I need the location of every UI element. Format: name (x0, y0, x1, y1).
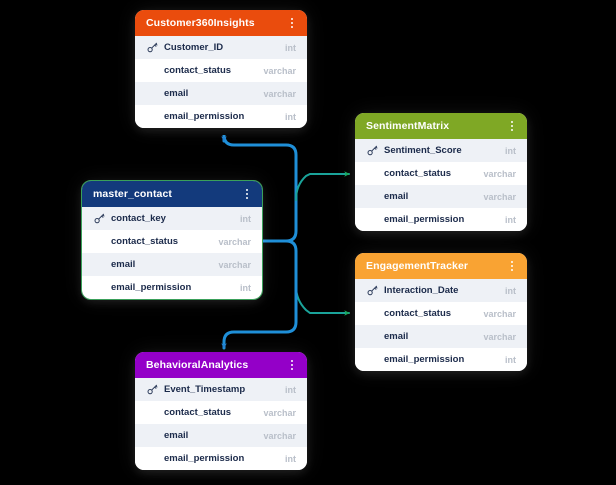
kebab-menu-icon[interactable] (506, 119, 518, 133)
column-name: email_permission (384, 354, 465, 365)
column-type: varchar (218, 236, 251, 247)
key-slot (367, 285, 384, 296)
column-name: email_permission (111, 282, 192, 293)
column-name: Event_Timestamp (164, 384, 246, 395)
table-header-behavioralanalytics[interactable]: BehavioralAnalytics (135, 352, 307, 378)
column-type: int (285, 384, 296, 395)
column-name: email (384, 331, 409, 342)
key-slot (367, 145, 384, 156)
column-name: contact_status (111, 236, 179, 247)
table-row[interactable]: contact_status varchar (82, 230, 262, 253)
column-name: email_permission (384, 214, 465, 225)
key-slot (94, 213, 111, 224)
table-header-customer360insights[interactable]: Customer360Insights (135, 10, 307, 36)
table-row[interactable]: email varchar (135, 82, 307, 105)
table-row[interactable]: Sentiment_Score int (355, 139, 527, 162)
column-type: int (285, 42, 296, 53)
column-type: varchar (483, 331, 516, 342)
column-type: varchar (263, 430, 296, 441)
column-type: varchar (483, 191, 516, 202)
kebab-menu-icon[interactable] (506, 259, 518, 273)
table-title: Customer360Insights (146, 17, 255, 29)
column-type: int (505, 354, 516, 365)
column-type: varchar (483, 308, 516, 319)
table-row[interactable]: contact_status varchar (355, 162, 527, 185)
table-title: SentimentMatrix (366, 120, 450, 132)
column-name: email_permission (164, 111, 245, 122)
table-header-master_contact[interactable]: master_contact (82, 181, 262, 207)
kebab-menu-icon[interactable] (286, 16, 298, 30)
table-header-sentimentmatrix[interactable]: SentimentMatrix (355, 113, 527, 139)
table-row[interactable]: email_permission int (135, 105, 307, 128)
table-row[interactable]: email varchar (135, 424, 307, 447)
column-type: int (505, 145, 516, 156)
column-type: varchar (263, 407, 296, 418)
table-row[interactable]: email varchar (355, 185, 527, 208)
kebab-menu-icon[interactable] (241, 187, 253, 201)
table-row[interactable]: email_permission int (135, 447, 307, 470)
column-name: Customer_ID (164, 42, 224, 53)
primary-key-icon (367, 285, 378, 296)
edge-master-to-sentimentmatrix (295, 171, 350, 201)
table-title: master_contact (93, 188, 173, 200)
key-slot (147, 42, 164, 53)
column-type: int (505, 285, 516, 296)
column-type: varchar (218, 259, 251, 270)
kebab-menu-icon[interactable] (286, 358, 298, 372)
table-row[interactable]: contact_status varchar (135, 401, 307, 424)
column-name: email_permission (164, 453, 245, 464)
column-name: contact_key (111, 213, 166, 224)
column-type: int (285, 111, 296, 122)
primary-key-icon (147, 42, 158, 53)
table-title: BehavioralAnalytics (146, 359, 249, 371)
table-title: EngagementTracker (366, 260, 469, 272)
table-row[interactable]: Event_Timestamp int (135, 378, 307, 401)
column-name: contact_status (164, 65, 232, 76)
column-name: email (384, 191, 409, 202)
table-row[interactable]: email_permission int (355, 208, 527, 231)
column-name: contact_status (384, 308, 452, 319)
column-type: int (285, 453, 296, 464)
column-type: varchar (483, 168, 516, 179)
table-row[interactable]: Interaction_Date int (355, 279, 527, 302)
primary-key-icon (94, 213, 105, 224)
edge-master-to-engagementtracker (295, 285, 350, 316)
column-type: int (505, 214, 516, 225)
column-name: contact_status (384, 168, 452, 179)
table-row[interactable]: contact_status varchar (135, 59, 307, 82)
key-slot (147, 384, 164, 395)
column-name: email (164, 430, 189, 441)
column-name: Interaction_Date (384, 285, 459, 296)
column-type: varchar (263, 65, 296, 76)
column-name: email (164, 88, 189, 99)
column-type: varchar (263, 88, 296, 99)
table-row[interactable]: email_permission int (82, 276, 262, 299)
primary-key-icon (147, 384, 158, 395)
table-row[interactable]: email varchar (355, 325, 527, 348)
table-row[interactable]: email varchar (82, 253, 262, 276)
column-type: int (240, 282, 251, 293)
table-row[interactable]: Customer_ID int (135, 36, 307, 59)
table-row[interactable]: contact_key int (82, 207, 262, 230)
column-type: int (240, 213, 251, 224)
column-name: contact_status (164, 407, 232, 418)
column-name: email (111, 259, 136, 270)
table-row[interactable]: email_permission int (355, 348, 527, 371)
column-name: Sentiment_Score (384, 145, 462, 156)
table-row[interactable]: contact_status varchar (355, 302, 527, 325)
primary-key-icon (367, 145, 378, 156)
table-header-engagementtracker[interactable]: EngagementTracker (355, 253, 527, 279)
